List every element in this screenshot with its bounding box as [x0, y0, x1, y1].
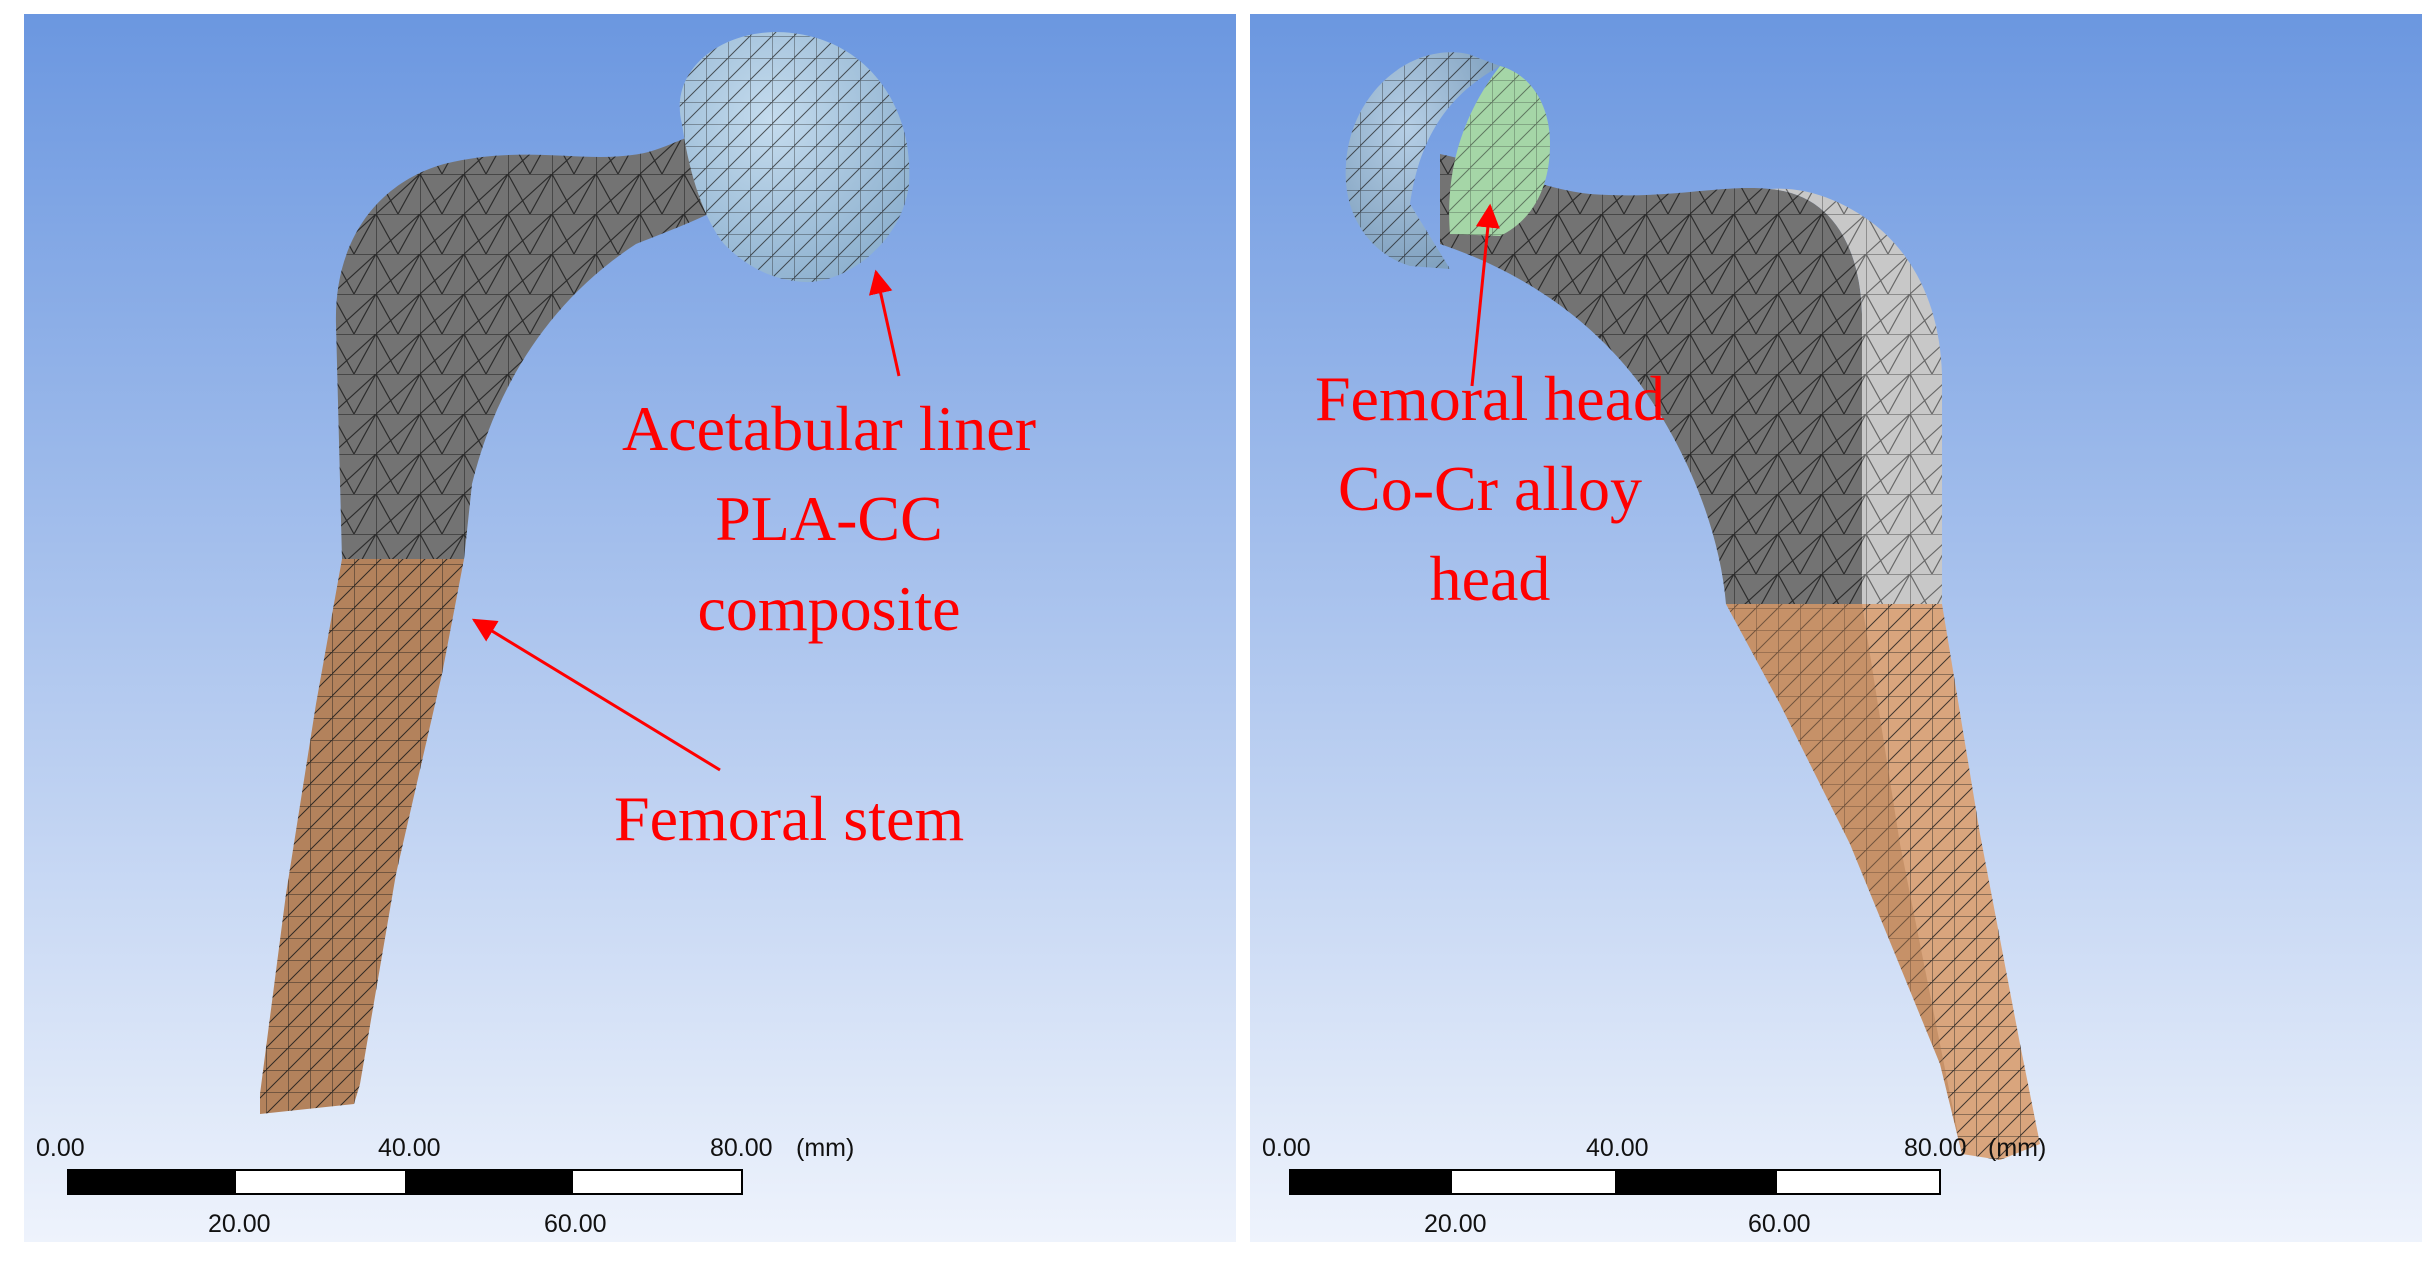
scale-tick-20: 20.00: [1424, 1210, 1487, 1238]
scale-tick-40: 40.00: [1586, 1134, 1649, 1162]
scale-bar: [67, 1169, 743, 1195]
femoral-stem-label: Femoral stem: [614, 783, 965, 854]
scale-tick-60: 60.00: [1748, 1210, 1811, 1238]
scale-tick-60: 60.00: [544, 1210, 607, 1238]
femoral-head-label: Femoral head Co-Cr alloy head: [1314, 363, 1666, 614]
scale-unit: (mm): [796, 1134, 855, 1162]
scale-tick-80: 80.00: [1904, 1134, 1967, 1162]
left-model-view: [24, 14, 1236, 1242]
scale-tick-80: 80.00: [710, 1134, 773, 1162]
left-panel: Acetabular liner PLA-CC composite Femora…: [24, 14, 1236, 1242]
scale-tick-0: 0.00: [1262, 1134, 1311, 1162]
scale-tick-20: 20.00: [208, 1210, 271, 1238]
scale-bar: [1289, 1169, 1941, 1195]
right-model-view: [1250, 14, 2422, 1242]
right-panel: Femoral head Co-Cr alloy head 0.00 40.00…: [1250, 14, 2422, 1242]
acetabular-liner-label: Acetabular liner PLA-CC composite: [622, 393, 1036, 644]
acetabular-liner-arrow: [868, 269, 901, 377]
scale-unit: (mm): [1988, 1134, 2047, 1162]
femoral-head-arrow: [1470, 203, 1500, 387]
scale-tick-0: 0.00: [36, 1134, 85, 1162]
femoral-stem-arrow: [471, 618, 721, 772]
scale-tick-40: 40.00: [378, 1134, 441, 1162]
